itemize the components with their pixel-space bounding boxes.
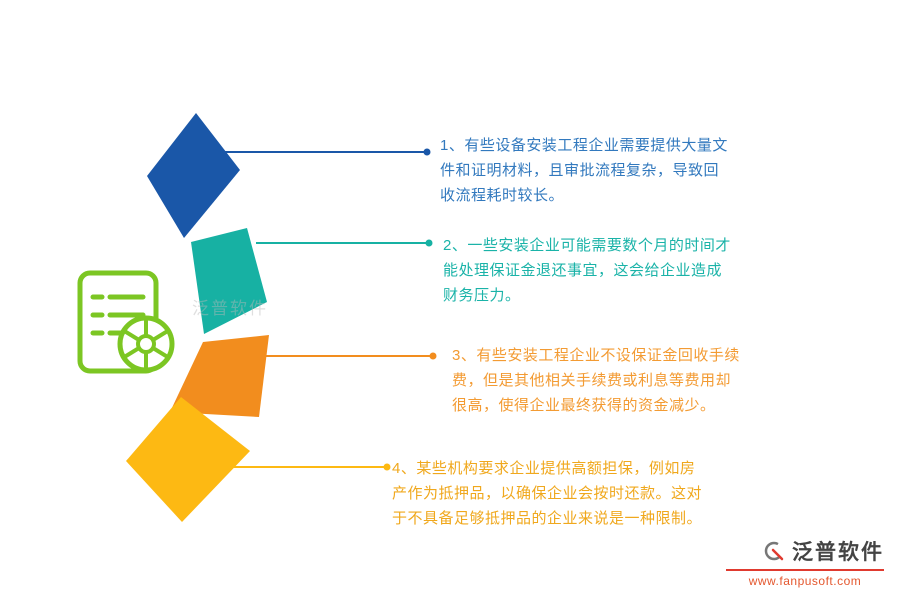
footer-brand: 泛普软件 www.fanpusoft.com xyxy=(726,536,884,588)
point-2-shape xyxy=(191,228,267,334)
point-3-text: 3、有些安装工程企业不设保证金回收手续费，但是其他相关手续费或利息等费用却很高，… xyxy=(452,347,740,414)
document-checklist-wheel-icon xyxy=(77,270,175,374)
fanpu-logo-icon xyxy=(764,541,784,561)
point-1-shape xyxy=(147,113,240,238)
point-2-text: 2、一些安装企业可能需要数个月的时间才能处理保证金退还事宜，这会给企业造成财务压… xyxy=(443,237,731,304)
footer-brand-name: 泛普软件 xyxy=(792,541,884,564)
connector-1-dot xyxy=(423,148,431,156)
point-4-text: 4、某些机构要求企业提供高额担保，例如房产作为抵押品，以确保企业会按时还款。这对… xyxy=(392,460,703,527)
footer-brand-url: www.fanpusoft.com xyxy=(748,574,862,588)
point-1-text: 1、有些设备安装工程企业需要提供大量文件和证明材料，且审批流程复杂，导致回收流程… xyxy=(440,137,728,204)
steering-wheel-icon xyxy=(117,315,175,373)
connector-2-dot xyxy=(425,239,433,247)
connector-3-dot xyxy=(429,352,437,360)
connector-4-dot xyxy=(383,463,391,471)
watermark-text: 泛普软件 xyxy=(192,299,268,318)
footer-brand-underline xyxy=(726,569,884,571)
point-3-shape xyxy=(170,335,269,417)
point-4-shape xyxy=(126,397,250,522)
